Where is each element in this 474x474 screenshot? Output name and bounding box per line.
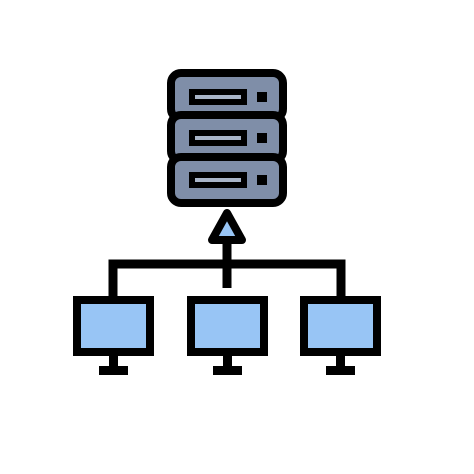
client-monitor-right xyxy=(300,296,381,375)
server-unit-top xyxy=(167,69,287,123)
arrow-up-icon xyxy=(208,209,246,288)
server-unit-bottom xyxy=(167,153,287,207)
server-rack-icon xyxy=(167,69,287,207)
client-monitor-left xyxy=(73,296,154,375)
client-monitor-center xyxy=(187,296,268,375)
network-connector-lines xyxy=(108,259,346,300)
